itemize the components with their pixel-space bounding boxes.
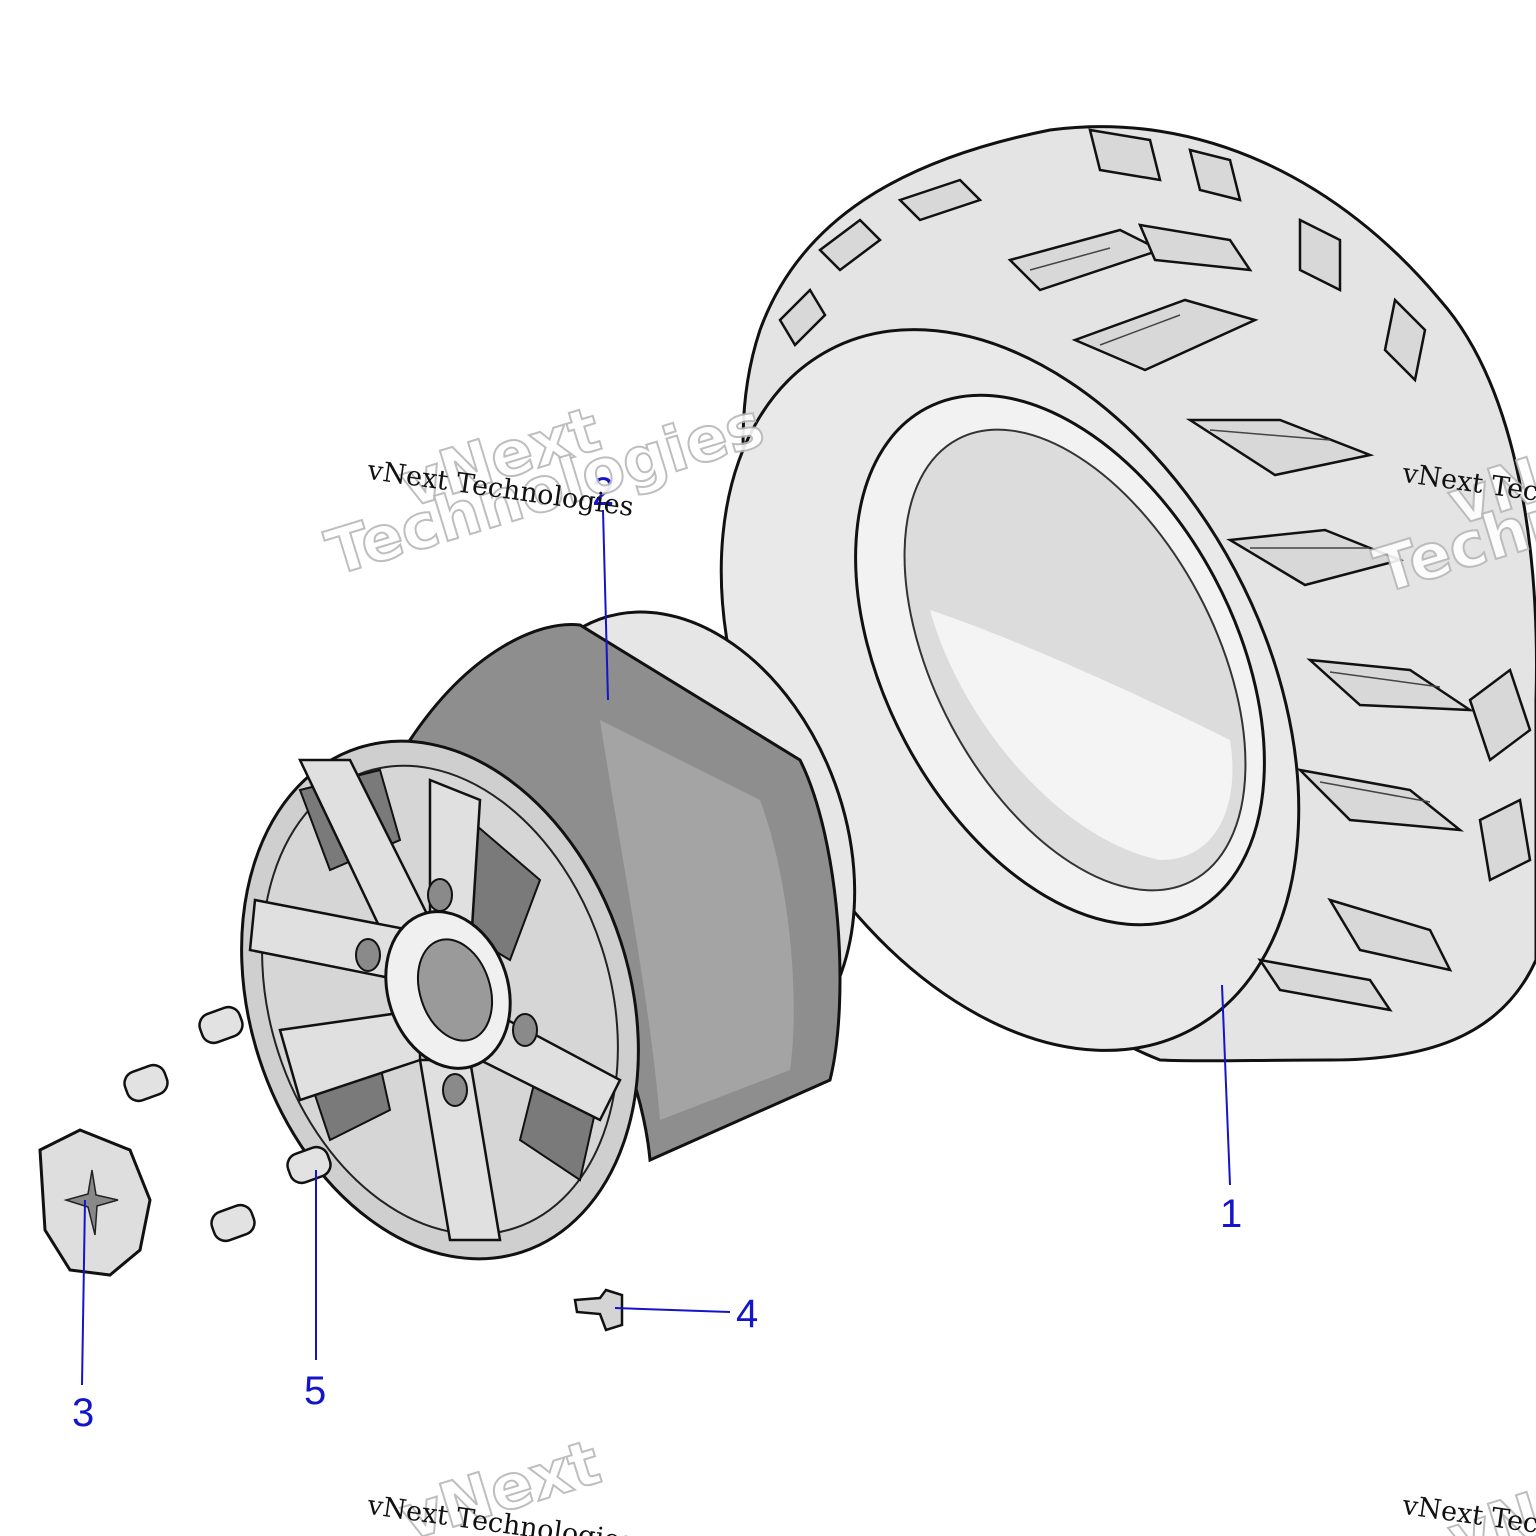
leader-lines	[81, 509, 1231, 1386]
callout-5: 5	[304, 1369, 327, 1413]
lug-nut	[198, 1005, 244, 1045]
tread-lug-details	[1029, 247, 1441, 803]
leader-line-3	[81, 1199, 86, 1386]
leader-line-4	[614, 1307, 731, 1313]
tire-inner-shading	[930, 610, 1233, 860]
lug-nut	[123, 1063, 169, 1103]
callout-3: 3	[72, 1391, 95, 1435]
lug-nuts	[123, 1005, 332, 1243]
wheel-barrel-highlight	[600, 720, 794, 1120]
center-cap	[38, 1128, 152, 1277]
callout-4: 4	[736, 1292, 759, 1336]
tire	[719, 125, 1536, 1063]
lug-nut	[286, 1145, 332, 1185]
callout-1: 1	[1220, 1192, 1243, 1236]
lug-holes	[355, 878, 538, 1107]
wheel-center-bore	[417, 938, 493, 1042]
center-cap-star	[63, 1169, 119, 1236]
wheel	[240, 610, 857, 1261]
tread-lugs	[778, 128, 1532, 1012]
valve-stem	[573, 1288, 624, 1332]
lug-nut	[210, 1203, 256, 1243]
leader-line-2	[602, 509, 609, 701]
callout-2: 2	[592, 470, 615, 514]
leader-line-1	[1221, 984, 1231, 1186]
